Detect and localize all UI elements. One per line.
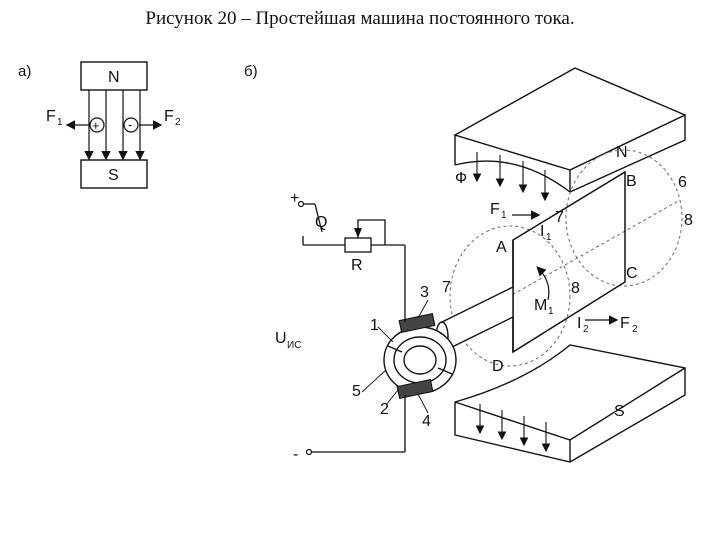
force-f2-sub: 2 (175, 117, 181, 128)
north-pole-label: N (108, 69, 120, 86)
force-f2-label: F (164, 108, 174, 125)
label-1: 1 (370, 317, 379, 334)
rheostat-slider (354, 228, 362, 238)
force-f2-3d-label: F (620, 315, 630, 332)
torque-m1-label: M (534, 297, 547, 314)
force-f1-3d-label: F (490, 201, 500, 218)
flux-label: Ф (455, 170, 467, 187)
south-pole-3d-label: S (614, 403, 625, 420)
current-i2-label: I (577, 315, 581, 332)
force-f1-sub: 1 (57, 117, 63, 128)
label-7-top: 7 (555, 209, 564, 226)
force-f1-label: F (46, 108, 56, 125)
torque-arrow (536, 266, 550, 301)
current-i1-sub: 1 (546, 232, 552, 243)
conductor-minus-sign: - (128, 117, 132, 132)
minus-terminal (305, 448, 313, 456)
brush-bottom (396, 379, 434, 399)
plus-terminal-label: + (290, 190, 299, 207)
south-pole-label: S (108, 167, 119, 184)
field-lines-top (472, 152, 550, 202)
brush-top (398, 313, 436, 333)
point-c-label: C (626, 265, 638, 282)
label-8-top: 8 (684, 212, 693, 229)
field-lines-bottom (475, 404, 551, 453)
torque-m1-sub: 1 (548, 306, 554, 317)
label-3: 3 (420, 284, 429, 301)
minus-terminal-label: - (293, 446, 298, 463)
panel-a-label: а) (18, 63, 31, 80)
south-pole-block (80, 159, 148, 189)
point-d-label: D (492, 358, 504, 375)
figure-caption: Рисунок 20 – Простейшая машина постоянно… (145, 8, 575, 29)
north-pole-block (80, 61, 148, 91)
voltage-label: U (275, 330, 287, 347)
rotation-paths (449, 149, 683, 367)
commutator (383, 326, 457, 394)
point-a-label: A (496, 239, 507, 256)
north-pole-3d-label: N (616, 144, 628, 161)
force-f1-3d-sub: 1 (501, 210, 507, 221)
label-2: 2 (380, 401, 389, 418)
panel-b-label: б) (244, 63, 258, 80)
field-lines-a (84, 90, 145, 161)
south-pole-3d (454, 344, 686, 463)
conductor-minus (123, 117, 139, 133)
voltage-sub: ИС (287, 340, 301, 351)
conductor-plus (89, 117, 105, 133)
north-pole-3d (453, 67, 687, 193)
label-4: 4 (422, 413, 431, 430)
armature-coil (512, 170, 626, 354)
point-b-label: B (626, 173, 637, 190)
current-i2-sub: 2 (583, 324, 589, 335)
leader-lines (361, 299, 429, 414)
plus-terminal (297, 200, 305, 208)
rheostat-label: R (351, 257, 363, 274)
label-6: 6 (678, 174, 687, 191)
current-i1-label: I (540, 223, 544, 240)
panel-a: а) N S + - F 1 F 2 (18, 61, 181, 189)
force-f2-3d-sub: 2 (632, 324, 638, 335)
conductor-plus-sign: + (92, 118, 100, 133)
external-circuit (302, 203, 406, 453)
label-8-mid: 8 (571, 280, 580, 297)
label-7-left: 7 (442, 279, 451, 296)
switch-label: Q (315, 214, 327, 231)
label-5: 5 (352, 383, 361, 400)
